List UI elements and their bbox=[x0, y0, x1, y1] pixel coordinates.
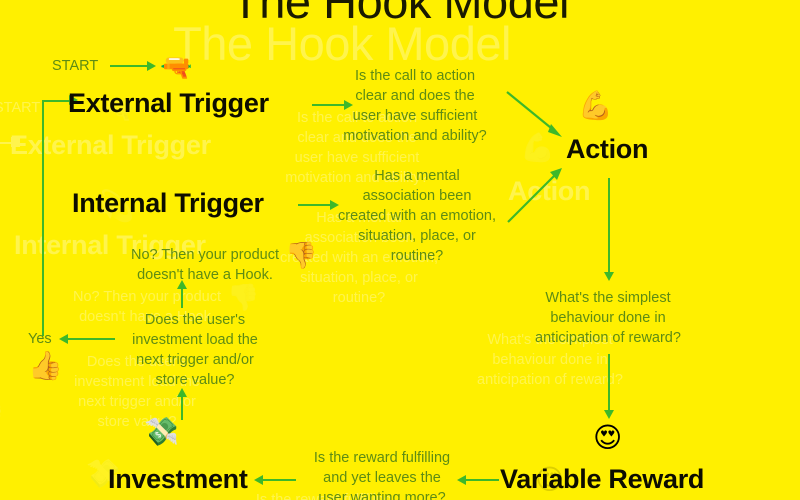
variable-reward-left-line bbox=[465, 479, 499, 481]
loopback-elbow-line bbox=[42, 100, 70, 102]
no-hook-up-line bbox=[181, 286, 183, 308]
variable-reward-left-arrow-head bbox=[457, 475, 466, 485]
yes-left-arrow-head bbox=[59, 334, 68, 344]
internal-trigger-arrow-line bbox=[298, 204, 332, 206]
start-label: START bbox=[52, 58, 99, 74]
external-trigger-arrow-head bbox=[344, 100, 353, 110]
yes-left-line bbox=[67, 338, 115, 340]
node-external-trigger[interactable]: External Trigger bbox=[68, 88, 269, 118]
question-reward-fulfilling: Is the reward fulfilling and yet leaves … bbox=[313, 450, 451, 500]
flexed-biceps-icon: 💪 bbox=[578, 89, 613, 122]
action-down-arrow-head bbox=[604, 272, 614, 281]
question-mental-association: Has a mental association been created wi… bbox=[338, 168, 496, 264]
page-title: The Hook Model bbox=[231, 0, 569, 28]
node-action[interactable]: Action bbox=[566, 134, 649, 164]
yes-label: Yes bbox=[28, 331, 52, 347]
pistol-icon: 🔫 bbox=[160, 53, 193, 83]
investment-left-line bbox=[262, 479, 296, 481]
thumbs-up-icon: 👍 bbox=[28, 349, 63, 382]
question-call-to-action: Is the call to action clear and does the… bbox=[343, 68, 487, 144]
node-investment[interactable]: Investment bbox=[108, 464, 248, 494]
question-simplest-behaviour: What's the simplest behaviour done in an… bbox=[535, 290, 681, 346]
question-no-hook: No? Then your product doesn't have a Hoo… bbox=[130, 247, 280, 283]
investment-left-arrow-head bbox=[254, 475, 263, 485]
external-trigger-arrow-line bbox=[312, 104, 346, 106]
loopback-vertical-line bbox=[42, 100, 44, 336]
heart-eyes-icon: 😍 bbox=[593, 421, 623, 454]
node-variable-reward[interactable]: Variable Reward bbox=[500, 464, 705, 494]
start-arrow-head bbox=[147, 61, 156, 71]
no-hook-up-arrow-head bbox=[177, 280, 187, 289]
money-with-wings-icon: 💸 bbox=[144, 415, 179, 448]
investment-up-line bbox=[181, 394, 183, 420]
reward-down-line bbox=[608, 354, 610, 414]
internal-trigger-arrow-head bbox=[330, 200, 339, 210]
start-arrow-line bbox=[110, 65, 148, 67]
action-down-line bbox=[608, 178, 610, 274]
question-investment-load: Does the user's investment load the next… bbox=[132, 312, 258, 388]
node-internal-trigger[interactable]: Internal Trigger bbox=[72, 188, 264, 218]
reward-down-arrow-head bbox=[604, 410, 614, 419]
loopback-arrow-head bbox=[69, 95, 78, 105]
thumbs-down-icon: 👎 bbox=[285, 241, 318, 271]
investment-up-arrow-head bbox=[177, 388, 187, 397]
